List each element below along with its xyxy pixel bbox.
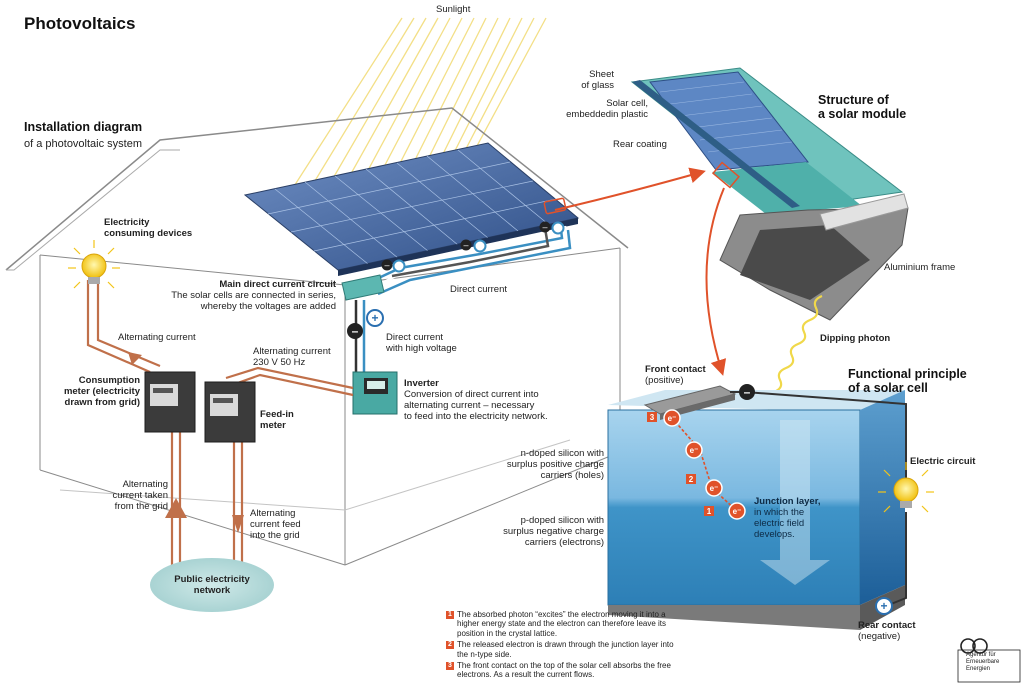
front-contact-label: Front contact(positive) [645,364,706,386]
electron-text: e⁻ [668,414,677,423]
terminal-minus: – [463,240,468,250]
rear-coating-label: Rear coating [613,139,667,150]
junction-box [341,274,385,301]
bulb-left-icon [68,240,120,289]
ac-arrow-device [128,352,142,365]
installation-sub: of a photovoltaic system [24,138,143,150]
direct-current-label: Direct current [450,284,508,295]
installation-heading: Installation diagram [24,120,143,134]
dc-cables [369,221,572,296]
step-2-text: 2 [689,475,694,484]
rear-plus-text: + [880,599,887,613]
dc-minus-symbol [347,323,363,339]
aluminium-frame-label: Aluminium frame [884,262,956,273]
agency-logo-icon [957,638,1021,683]
electric-circuit-wire [730,391,907,607]
cable-terminals: – – – [381,221,565,273]
terminal-minus: – [384,260,389,270]
detail-arrow-cell [705,187,727,376]
dipping-photon-label: Dipping photon [820,333,891,344]
sunlight-label: Sunlight [436,4,471,15]
electron-path [671,417,739,513]
ac-arrow-down [232,515,244,533]
electron-text: e⁻ [690,446,699,455]
step-markers: 3 2 1 [647,412,714,516]
electron-text: e⁻ [733,507,742,516]
feed-in-meter-box [204,381,256,443]
inverter-label: Inverter Conversion of direct current in… [404,378,548,422]
rear-plus-symbol [875,597,893,615]
front-minus-symbol [739,384,755,400]
solar-module-detail [630,67,909,321]
electron-text: e⁻ [710,484,719,493]
public-network-blob [150,558,274,612]
electrons: e⁻ e⁻ e⁻ e⁻ [663,409,746,520]
inverter-box [352,371,398,415]
panel-highlight [543,197,567,215]
step-1-text: 1 [707,507,712,516]
dc-minus-text: – [352,324,359,338]
dc-plus-text: + [371,311,378,325]
rear-contact-label: Rear contact(negative) [858,620,916,642]
step-3-text: 3 [650,413,655,422]
front-minus-text: – [744,385,751,399]
page-title: Photovoltaics [24,14,136,33]
ac-arrow-up [165,498,187,518]
ac-label: Alternating current [118,332,196,343]
detail-arrow-module [554,167,706,211]
dc-plus-symbol [366,309,384,327]
terminal-minus: – [542,222,547,232]
electric-circuit-label: Electric circuit [910,456,976,467]
junction-layer-label: Junction layer, in which the electric fi… [754,496,821,540]
consumption-meter-box [144,371,196,433]
bulb-right-icon [878,462,934,513]
solar-cell-label: Solar cell,embeddedin plastic [566,98,648,120]
solar-cell-block [607,385,905,630]
main-dc-label: Main direct current circuit The solar ce… [171,279,336,312]
